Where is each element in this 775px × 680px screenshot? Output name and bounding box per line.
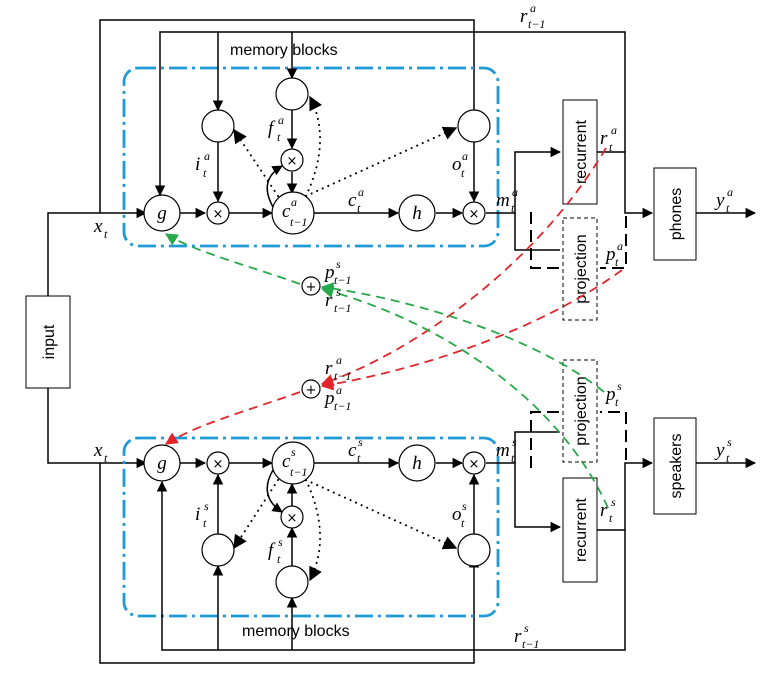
memory-block-top-border bbox=[122, 66, 500, 248]
plus-symbol: + bbox=[306, 280, 317, 295]
forget-gate-bottom bbox=[275, 565, 309, 599]
top-lstm: memory blocks × × × bbox=[93, 0, 757, 321]
h-node-top bbox=[398, 194, 436, 232]
phones-box bbox=[653, 167, 697, 261]
multiply-symbol: × bbox=[469, 457, 480, 472]
forget-gate-label-bottom: f s t bbox=[268, 533, 287, 566]
m-label-top: m a t bbox=[496, 183, 522, 215]
m-label-bottom: m s t bbox=[496, 433, 521, 465]
output-gate-label-top: o a t bbox=[452, 147, 472, 180]
g-node-bottom bbox=[143, 444, 181, 482]
lower-sum-p-label: p a t−1 bbox=[323, 381, 351, 413]
memory-blocks-label-top: memory blocks bbox=[230, 42, 338, 59]
recurrent-label-bottom: recurrent bbox=[573, 497, 590, 562]
g-label-top: g bbox=[157, 203, 167, 224]
y-label-bottom: y s t bbox=[714, 433, 736, 465]
y-label-top: y a t bbox=[714, 183, 737, 215]
projection-label-top: projection bbox=[573, 234, 590, 303]
r-feedback-label-bottom: r s t−1 bbox=[514, 619, 539, 651]
projection-label-bottom: projection bbox=[573, 376, 590, 445]
speakers-label: speakers bbox=[668, 434, 685, 499]
recurrent-label-top: recurrent bbox=[573, 119, 590, 184]
multiply-symbol: × bbox=[213, 457, 224, 472]
bottom-lstm: memory blocks × × × bbox=[93, 359, 757, 651]
cell-node-top bbox=[271, 191, 315, 235]
input-gate-mult-top bbox=[206, 201, 230, 225]
output-gate-top bbox=[457, 109, 491, 143]
forget-mult-top bbox=[280, 148, 304, 172]
input-gate-bottom bbox=[201, 533, 235, 567]
forget-gate-top bbox=[275, 77, 309, 111]
input-box bbox=[25, 295, 71, 389]
input-gate-top bbox=[201, 109, 235, 143]
lower-sum-r-label: r a t−1 bbox=[325, 351, 351, 383]
projection-box-bottom bbox=[562, 359, 598, 463]
phones-label: phones bbox=[668, 188, 685, 241]
input-gate-mult-bottom bbox=[206, 451, 230, 475]
p-label-bottom: p s t bbox=[604, 377, 626, 409]
input-gate-label-top: i a t bbox=[195, 147, 214, 180]
input-label: input bbox=[41, 324, 58, 359]
cell-prev-label-top: c a t−1 bbox=[282, 193, 307, 229]
memory-blocks-label-bottom: memory blocks bbox=[242, 623, 350, 640]
input-gate-label-bottom: i s t bbox=[195, 497, 213, 530]
cell-label-bottom: c s t bbox=[348, 433, 367, 465]
cross-connections: + + p s t−1 r s t−1 r a t−1 p a t−1 bbox=[164, 147, 623, 509]
r-label-bottom: r s t bbox=[600, 493, 620, 525]
x-input-label-bottom: x t bbox=[93, 440, 108, 465]
output-gate-mult-top bbox=[462, 201, 486, 225]
multiply-symbol: × bbox=[469, 207, 480, 222]
forget-mult-bottom bbox=[280, 505, 304, 529]
input-block: input bbox=[25, 19, 480, 664]
speakers-box bbox=[653, 417, 697, 515]
p-label-top: p a t bbox=[604, 237, 627, 269]
r-feedback-label-top: r a t−1 bbox=[520, 0, 545, 31]
cell-node-bottom bbox=[271, 441, 315, 485]
h-label-bottom: h bbox=[412, 453, 422, 474]
g-node-top bbox=[143, 194, 181, 232]
forget-gate-label-top: f a t bbox=[268, 111, 288, 144]
cell-label-top: c a t bbox=[348, 183, 368, 215]
cell-prev-label-bottom: c s t−1 bbox=[282, 443, 307, 479]
multiply-symbol: × bbox=[213, 207, 224, 222]
multiply-symbol: × bbox=[287, 511, 298, 526]
x-input-label-top: x t bbox=[93, 216, 108, 241]
h-label-top: h bbox=[412, 203, 422, 224]
g-label-bottom: g bbox=[157, 453, 167, 474]
multiply-symbol: × bbox=[287, 154, 298, 169]
output-gate-label-bottom: o s t bbox=[452, 497, 471, 530]
output-gate-bottom bbox=[457, 533, 491, 567]
upper-sum-r-label: r s t−1 bbox=[325, 283, 351, 315]
h-node-bottom bbox=[398, 444, 436, 482]
r-label-top: r a t bbox=[600, 121, 621, 154]
plus-symbol: + bbox=[306, 383, 317, 398]
output-gate-mult-bottom bbox=[462, 451, 486, 475]
memory-block-bottom-border bbox=[122, 436, 500, 618]
sum-node-upper bbox=[301, 276, 321, 296]
sum-node-lower bbox=[301, 379, 321, 399]
upper-sum-p-label: p s t−1 bbox=[323, 255, 351, 287]
